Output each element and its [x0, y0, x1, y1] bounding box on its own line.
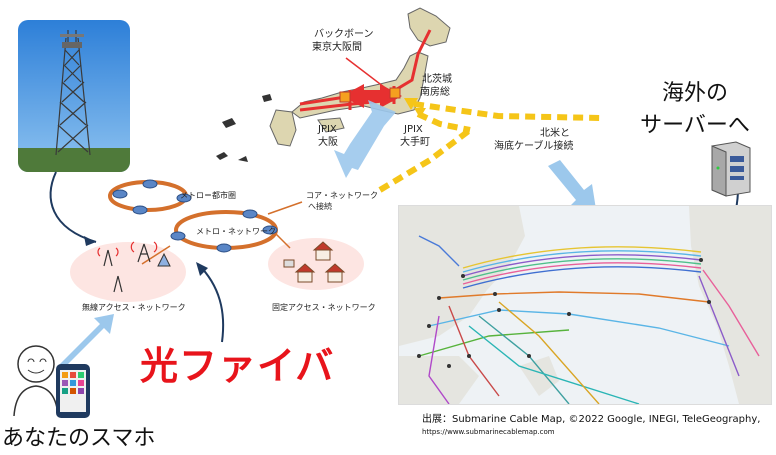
jpix-otemachi-line1: JPIX: [403, 124, 423, 135]
submarine-cable-dashes: [378, 101, 600, 193]
source-note: 出展：Submarine Cable Map, ©2022 Google, IN…: [422, 414, 776, 438]
kitaibaraki-line2: 南房総: [420, 85, 450, 98]
wireless-label: 無線アクセス・ネットワーク: [82, 302, 186, 312]
metro-network-label: メトロ・ネットワーク: [196, 227, 276, 236]
tower-photo: [18, 20, 130, 172]
jpix-osaka-line1: JPIX: [317, 124, 337, 135]
backbone-label-line2: 東京大阪間: [312, 40, 362, 53]
router-nodes: [112, 179, 278, 253]
backbone-label-line1: バックボーン: [314, 28, 374, 40]
arrow-phone-to-network: [58, 314, 114, 370]
arrow-to-metro: [334, 100, 396, 178]
jpix-osaka-line2: 大阪: [318, 135, 338, 148]
fiber-label: 光ファイバ: [140, 344, 335, 388]
kitaibaraki-line1: 北茨城: [422, 72, 452, 85]
server-caption-line1: 海外の: [661, 81, 728, 106]
shikoku-shape: [317, 117, 345, 133]
japan-backbone-map: バックボーン 東京大阪間 JPIX 大阪 JPIX 大手町 北茨城 南房総 北米…: [216, 7, 600, 193]
radio-towers: [103, 243, 151, 293]
hokkaido-shape: [407, 7, 451, 47]
fixed-label: 固定アクセス・ネットワーク: [272, 302, 376, 312]
na-cable-line2: 海底ケーブル接続: [494, 139, 573, 152]
server-caption-line2: サーバーへ: [640, 113, 750, 138]
person-with-phone: [13, 345, 90, 418]
server-icon: [711, 141, 751, 197]
houses: [283, 241, 346, 283]
source-note-line1: 出展：Submarine Cable Map, ©2022 Google, IN…: [422, 414, 761, 425]
core-label-line2: へ接続: [308, 201, 332, 211]
network-diagram: メトロ＝都市圏 コア・ネットワーク へ接続 メトロ・ネットワーク 無線アクセス・…: [70, 179, 378, 312]
wireless-zone: [70, 242, 186, 302]
source-note-url: https://www.submarinecablemap.com: [422, 428, 555, 436]
phone-label: あなたのスマホ: [2, 426, 156, 451]
metro-label: メトロ＝都市圏: [180, 190, 236, 200]
kyushu-shape: [269, 109, 297, 147]
jpix-otemachi-line2: 大手町: [400, 135, 430, 148]
submarine-cable-map: [398, 205, 772, 405]
server-caption: 海外の サーバーへ: [620, 78, 770, 142]
core-label-line1: コア・ネットワーク: [306, 191, 378, 200]
na-cable-line1: 北米と: [540, 126, 570, 139]
